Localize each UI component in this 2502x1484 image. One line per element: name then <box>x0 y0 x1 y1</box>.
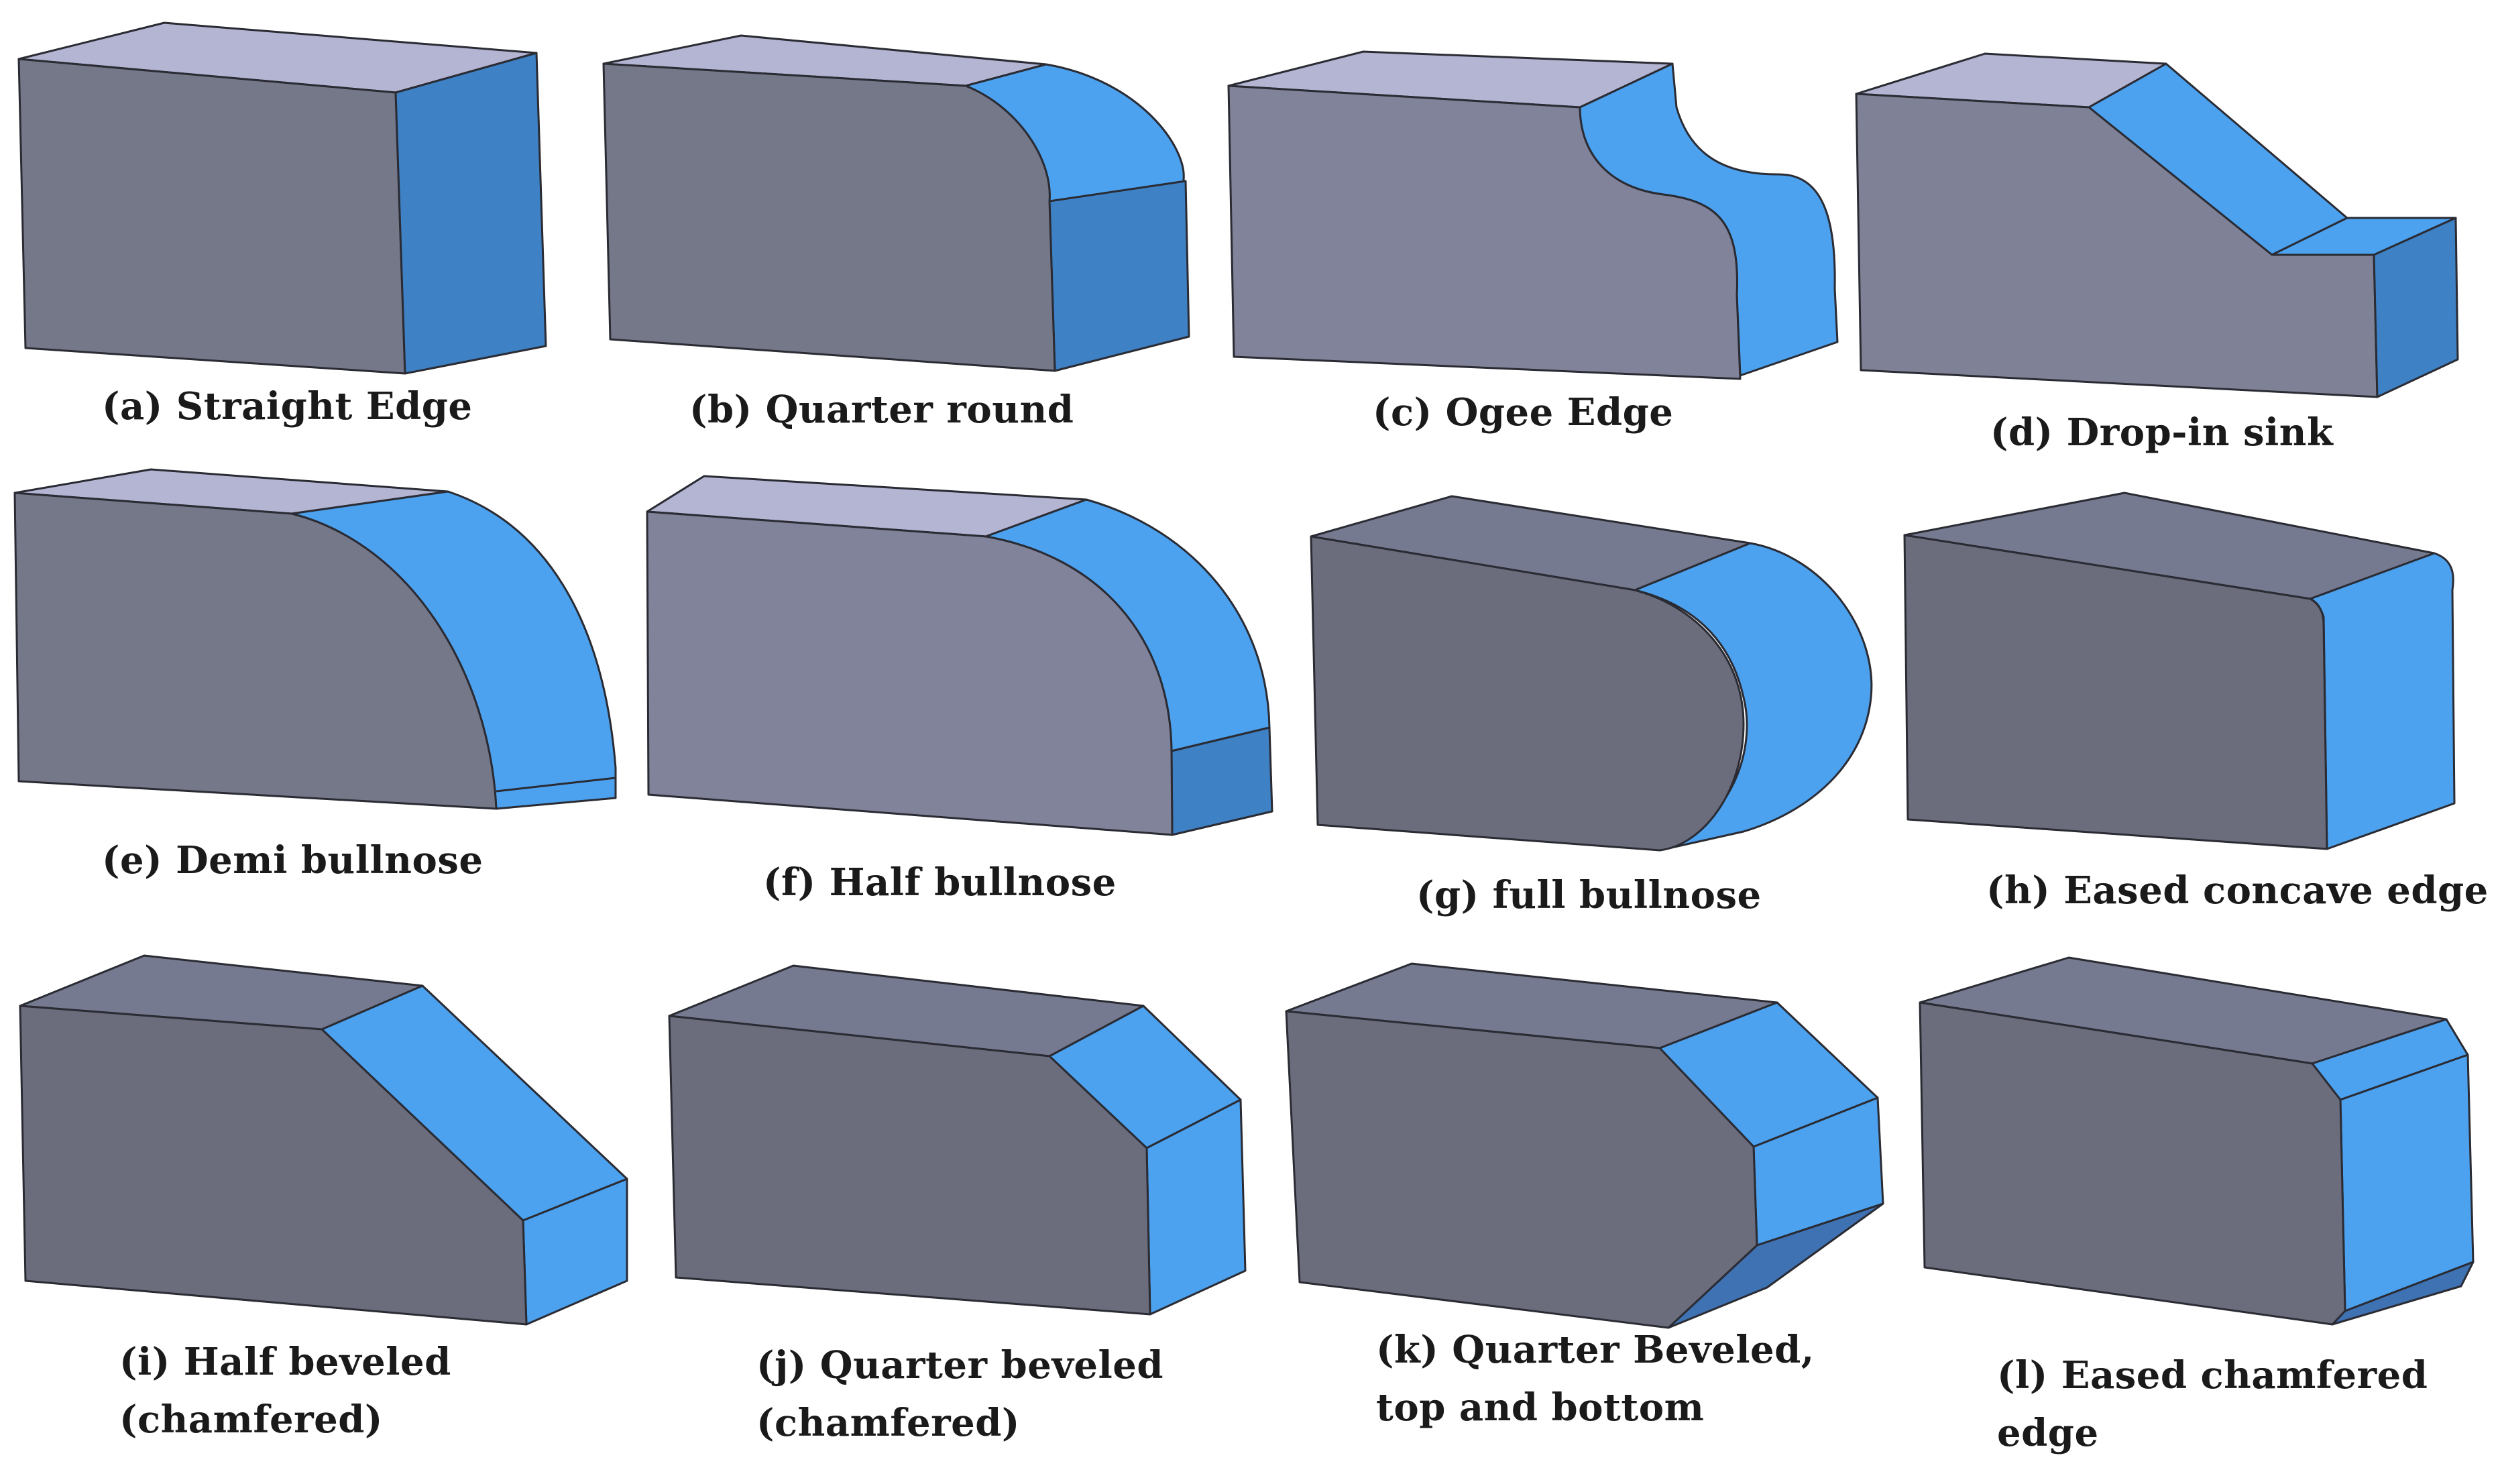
caption-b-line1: (b) Quarter round <box>689 388 1074 432</box>
block-drop-in-sink <box>1855 52 2459 398</box>
block-quarter-beveled-top-bottom <box>1285 962 1884 1329</box>
edge-face-curved <box>1634 542 1873 852</box>
caption-f: (f) Half bullnose <box>763 854 1117 911</box>
caption-c: (c) Ogee Edge <box>1373 384 1673 441</box>
block-half-beveled <box>19 954 628 1326</box>
block-ogee-edge <box>1227 50 1839 380</box>
caption-h: (h) Eased concave edge <box>1986 862 2489 919</box>
front-face <box>19 1005 528 1326</box>
block-half-bullnose <box>646 475 1273 836</box>
caption-j-line2: (chamfered) <box>756 1401 1020 1445</box>
front-face <box>13 492 498 810</box>
caption-h-line1: (h) Eased concave edge <box>1986 868 2489 913</box>
edge-face <box>2373 217 2459 398</box>
caption-l-line1: (l) Eased chamfered <box>1997 1353 2428 1397</box>
caption-k-line2: top and bottom <box>1376 1385 1705 1430</box>
caption-b: (b) Quarter round <box>689 381 1074 439</box>
caption-c-line1: (c) Ogee Edge <box>1373 390 1674 435</box>
caption-i-line2: (chamfered) <box>119 1397 383 1442</box>
front-face <box>1227 84 1742 380</box>
caption-g: (g) full bullnose <box>1416 866 1762 924</box>
caption-j: (j) Quarter beveled (chamfered) <box>756 1336 1163 1452</box>
caption-a-line1: (a) Straight Edge <box>102 384 473 429</box>
caption-e: (e) Demi bullnose <box>102 832 483 889</box>
block-quarter-beveled <box>668 964 1247 1316</box>
front-face <box>668 1015 1151 1316</box>
caption-d-line1: (d) Drop-in sink <box>1990 410 2334 455</box>
block-eased-concave-edge <box>1903 492 2456 850</box>
caption-l: (l) Eased chamfered edge <box>1997 1347 2428 1462</box>
block-straight-edge <box>17 21 547 375</box>
caption-i: (i) Half beveled (chamfered) <box>119 1333 451 1448</box>
front-face <box>17 58 406 375</box>
caption-a: (a) Straight Edge <box>102 378 473 435</box>
caption-g-line1: (g) full bullnose <box>1416 873 1762 917</box>
caption-f-line1: (f) Half bullnose <box>763 860 1117 905</box>
caption-d: (d) Drop-in sink <box>1990 404 2333 461</box>
edge-face <box>394 52 547 375</box>
edge-face <box>2309 552 2456 850</box>
block-quarter-round <box>602 34 1190 372</box>
edge-face-lower <box>1048 180 1190 372</box>
front-face <box>1310 535 1745 852</box>
block-eased-chamfered-edge <box>1919 956 2475 1326</box>
caption-e-line1: (e) Demi bullnose <box>102 838 484 882</box>
front-face <box>602 62 1056 372</box>
caption-k: (k) Quarter Beveled, top and bottom <box>1376 1321 1815 1436</box>
front-face <box>1285 1010 1758 1329</box>
caption-i-line1: (i) Half beveled <box>119 1340 451 1384</box>
block-full-bullnose <box>1310 495 1873 852</box>
caption-j-line1: (j) Quarter beveled <box>756 1343 1164 1387</box>
front-face <box>1919 1001 2346 1326</box>
caption-k-line1: (k) Quarter Beveled, <box>1376 1328 1815 1372</box>
front-face <box>646 510 1174 836</box>
block-demi-bullnose <box>13 468 617 810</box>
caption-l-line2: edge <box>1997 1411 2099 1455</box>
front-face <box>1903 534 2328 850</box>
